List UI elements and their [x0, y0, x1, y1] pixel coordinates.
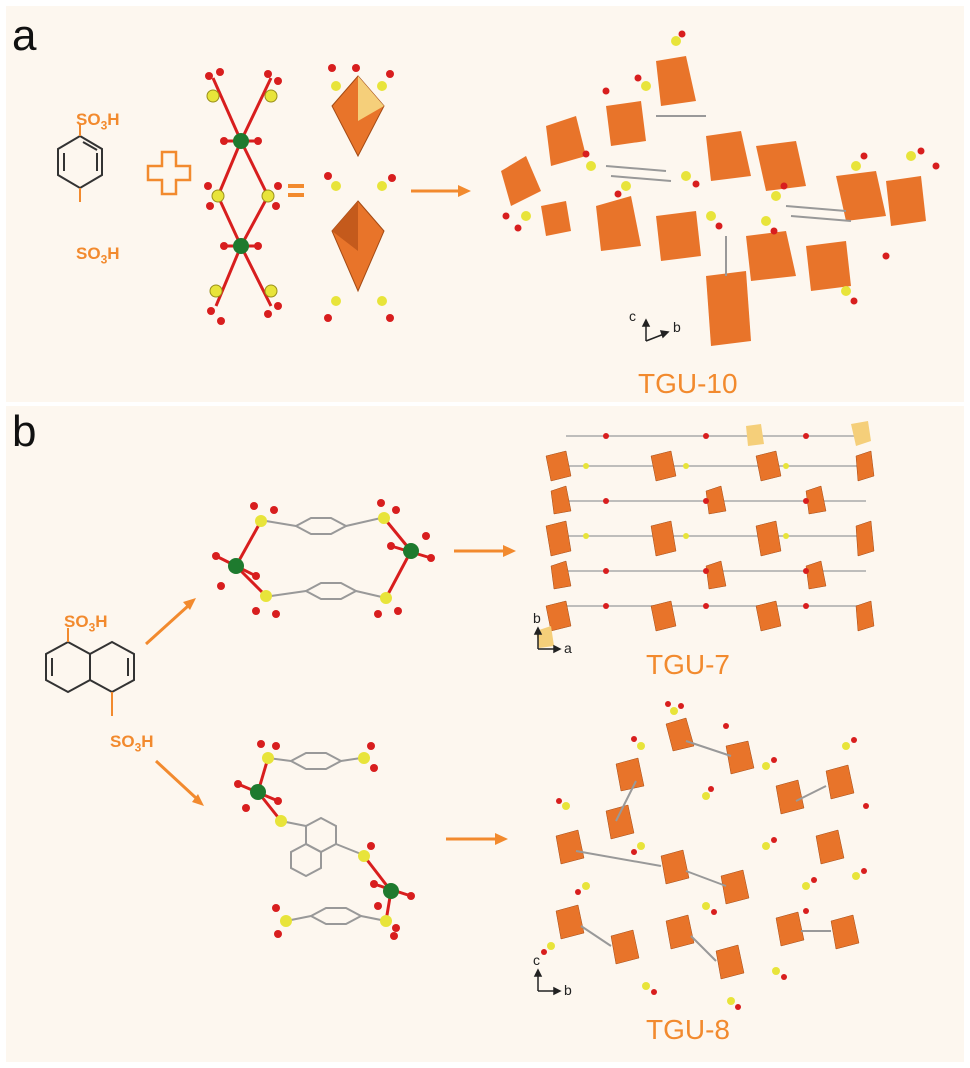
- tgu10-framework-structure: [501, 30, 940, 346]
- top-sulfonic-group-label-b: SO3H: [64, 612, 108, 635]
- tgu7-axis-a-label: a: [564, 640, 572, 656]
- tgu7-label: TGU-7: [646, 649, 730, 680]
- tgu8-axis-b-label: b: [564, 982, 572, 998]
- panel-b: b: [6, 406, 964, 1062]
- naphthalene-disulfonic-acid-structure: [45, 628, 135, 716]
- tgu8-framework-structure: [541, 701, 869, 1010]
- arrow-up-right-icon: [144, 598, 196, 646]
- tgu7-axis-b-label: b: [533, 610, 541, 626]
- tgu8-axis-c-label: c: [533, 952, 540, 968]
- panel-b-graphics: [45, 421, 875, 1010]
- metal-sulfonate-chain-ball-stick: [204, 68, 282, 325]
- arrow-to-tgu7-icon: [454, 545, 516, 557]
- top-sulfonic-group-label: SO3H: [76, 110, 120, 133]
- polyhedral-chain: [324, 64, 396, 322]
- tgu8-building-unit: [234, 740, 415, 940]
- tgu10-label: TGU-10: [638, 368, 738, 399]
- axes-indicator-tgu8: [533, 968, 562, 996]
- panel-a-label: a: [12, 11, 37, 60]
- tgu7-building-unit: [212, 499, 435, 618]
- arrow-right-icon: [411, 185, 471, 197]
- plus-icon: [146, 150, 192, 196]
- panel-a: a: [6, 6, 964, 402]
- arrow-down-right-icon: [154, 759, 204, 806]
- axes-indicator-tgu7: [533, 626, 562, 654]
- axes-indicator-a: [641, 318, 670, 342]
- equals-sign: [288, 184, 304, 197]
- tgu7-framework-structure: [536, 421, 875, 648]
- arrow-to-tgu8-icon: [446, 833, 508, 845]
- panel-a-graphics: [57, 30, 940, 346]
- axis-b-label: b: [673, 319, 681, 335]
- benzene-disulfonic-acid-structure: [57, 124, 103, 202]
- bottom-sulfonic-group-label-b: SO3H: [110, 732, 154, 755]
- panel-b-label: b: [12, 407, 37, 456]
- tgu8-label: TGU-8: [646, 1014, 730, 1045]
- axis-c-label: c: [629, 308, 636, 324]
- bottom-sulfonic-group-label: SO3H: [76, 244, 120, 267]
